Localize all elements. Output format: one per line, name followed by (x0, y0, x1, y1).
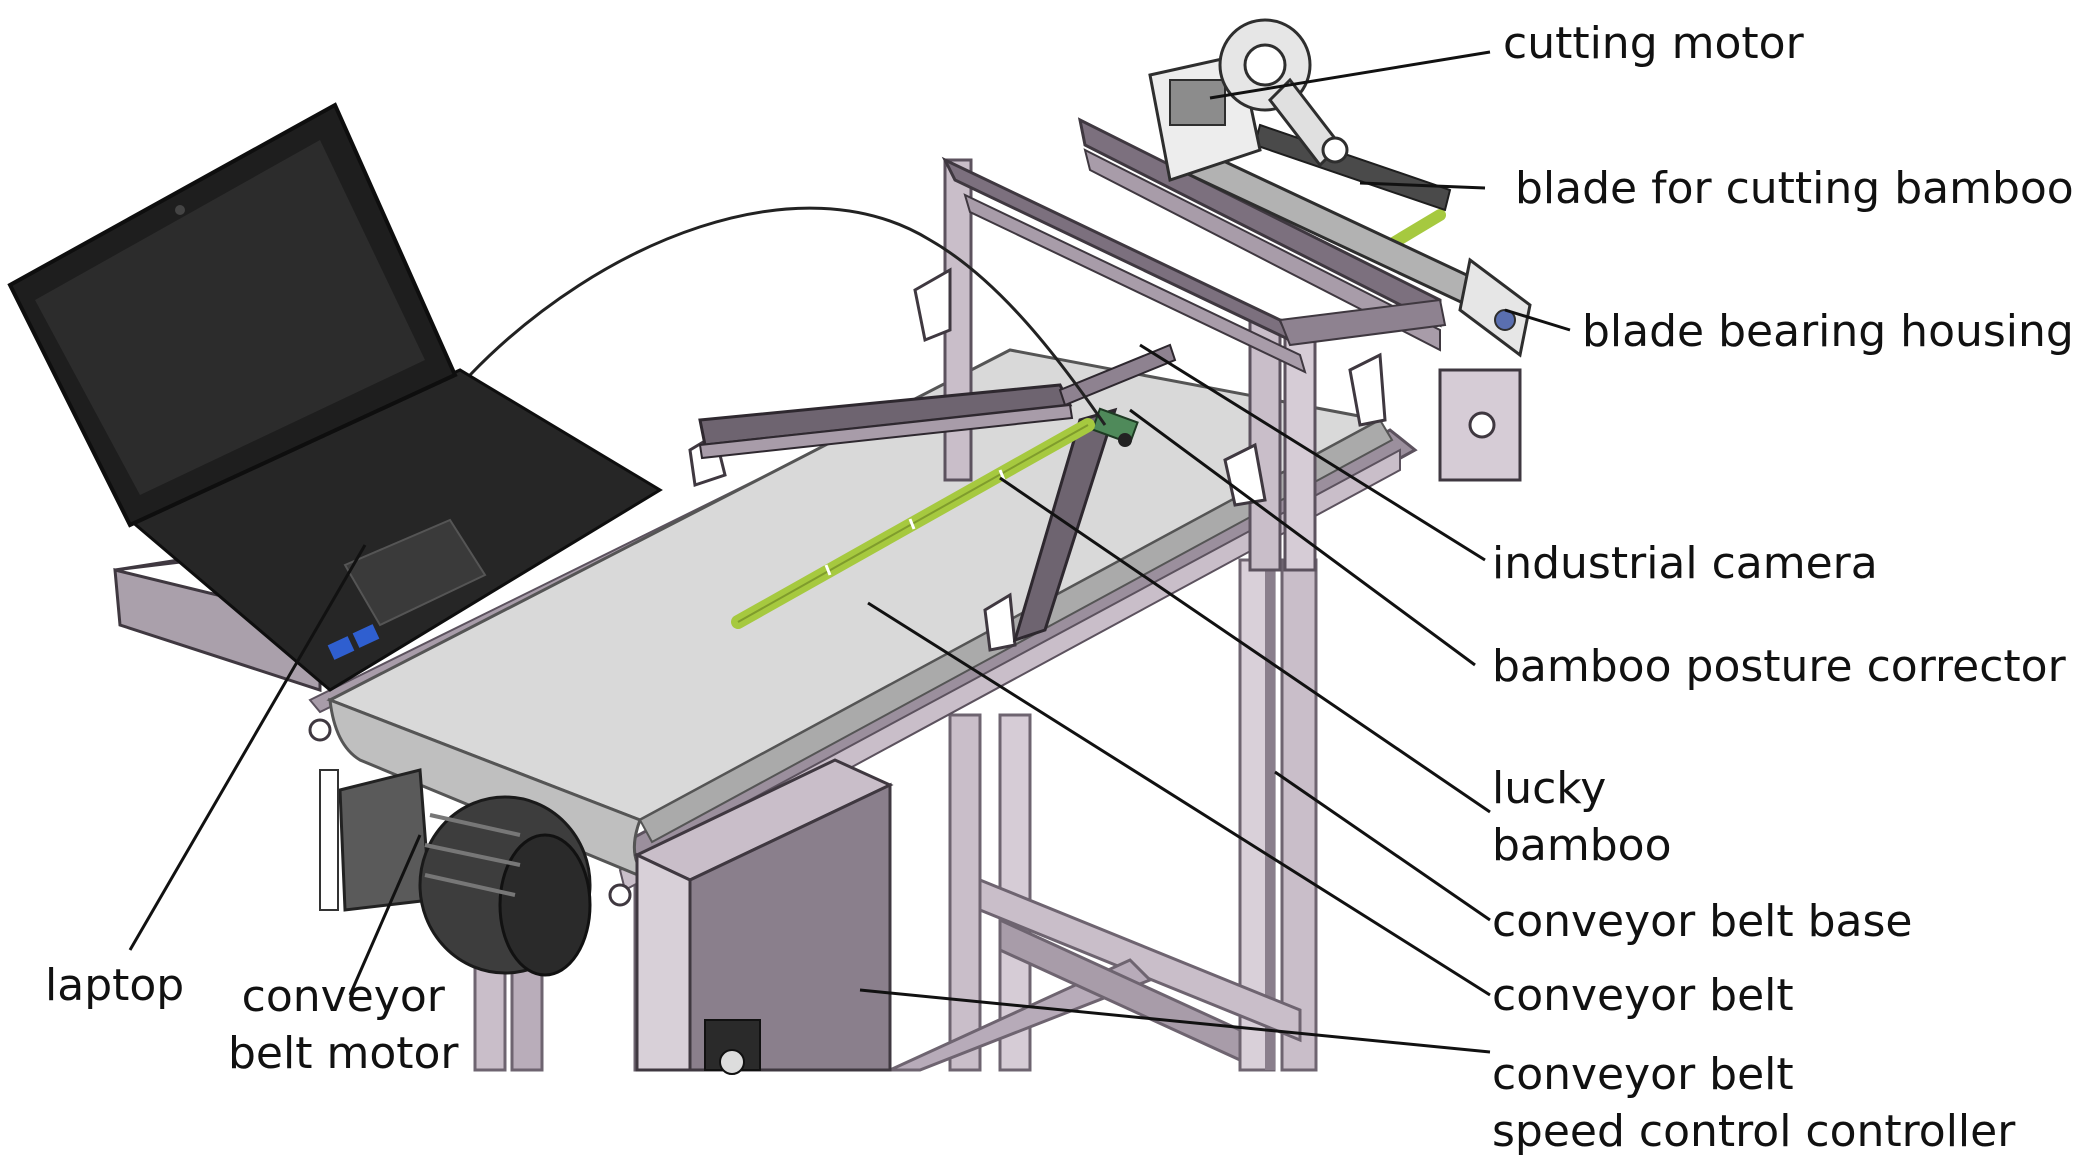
label-belt-motor-line2: belt motor (228, 1028, 459, 1080)
leader-laptop (128, 544, 367, 951)
label-blade-bearing-housing: blade bearing housing (1582, 306, 2074, 357)
label-laptop: laptop (45, 960, 185, 1011)
conveyor-belt-motor (319, 768, 592, 977)
label-cutting-motor: cutting motor (1503, 18, 1804, 69)
speed-controller-box (308, 718, 894, 1075)
label-conveyor-belt-motor: conveyor belt motor (228, 968, 459, 1082)
label-lucky-bamboo-line1: lucky (1492, 763, 1607, 814)
laptop (7, 102, 663, 693)
label-bamboo-posture-corrector: bamboo posture corrector (1492, 641, 2066, 692)
leader-conveyor-belt (867, 601, 1491, 997)
leader-belt-motor (348, 834, 422, 996)
leader-industrial-camera (1139, 343, 1486, 562)
lucky-bamboo (731, 209, 1446, 629)
leader-blade-bearing-housing (1504, 308, 1571, 332)
label-lucky-bamboo: lucky bamboo (1492, 760, 1672, 874)
label-lucky-bamboo-line2: bamboo (1492, 820, 1672, 872)
leader-cutting-motor (1209, 50, 1491, 100)
leader-lucky-bamboo (999, 476, 1491, 814)
label-belt-motor-line1: conveyor (241, 971, 445, 1022)
industrial-camera (468, 206, 1139, 447)
label-speed-controller-line2: speed control controller (1492, 1106, 2016, 1158)
label-industrial-camera: industrial camera (1492, 538, 1878, 589)
bamboo-posture-corrector (698, 343, 1177, 643)
leader-conveyor-belt-base (1274, 770, 1491, 922)
leader-lines (128, 50, 1571, 1054)
leader-speed-controller (859, 988, 1491, 1054)
leader-posture-corrector (1129, 408, 1476, 667)
label-conveyor-belt: conveyor belt (1492, 970, 1794, 1021)
label-speed-controller-line1: conveyor belt (1492, 1049, 1794, 1100)
label-conveyor-belt-base: conveyor belt base (1492, 896, 1913, 947)
label-speed-controller: conveyor belt speed control controller (1492, 1046, 2015, 1160)
label-blade-for-cutting-bamboo: blade for cutting bamboo (1515, 163, 2074, 214)
leader-blade (1359, 181, 1486, 190)
